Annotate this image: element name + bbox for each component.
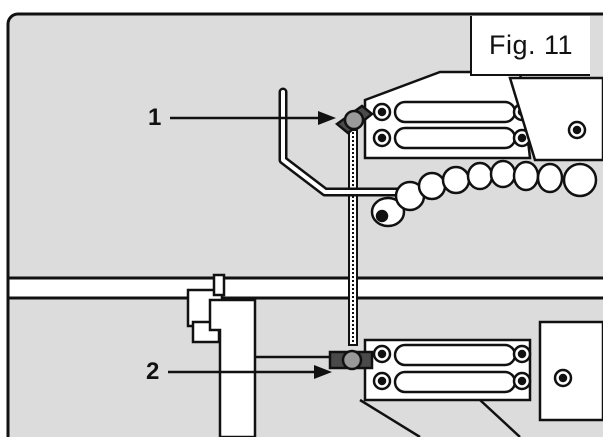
upper-clamp-assembly <box>363 70 603 162</box>
leader-arrow-2 <box>168 365 332 379</box>
wing-nut-1 <box>334 104 375 135</box>
figure-label: Fig. 11 <box>470 16 590 76</box>
coolant-hose <box>370 159 598 228</box>
threaded-rod <box>348 129 358 346</box>
wing-nut-2 <box>328 349 374 371</box>
leader-arrow-1 <box>170 111 336 125</box>
callout-number-2: 2 <box>146 358 160 385</box>
horizontal-rail <box>6 276 603 300</box>
callout-number-1: 1 <box>148 104 162 131</box>
lower-clamp-assembly <box>359 320 603 437</box>
lower-left-bracket <box>186 273 257 437</box>
